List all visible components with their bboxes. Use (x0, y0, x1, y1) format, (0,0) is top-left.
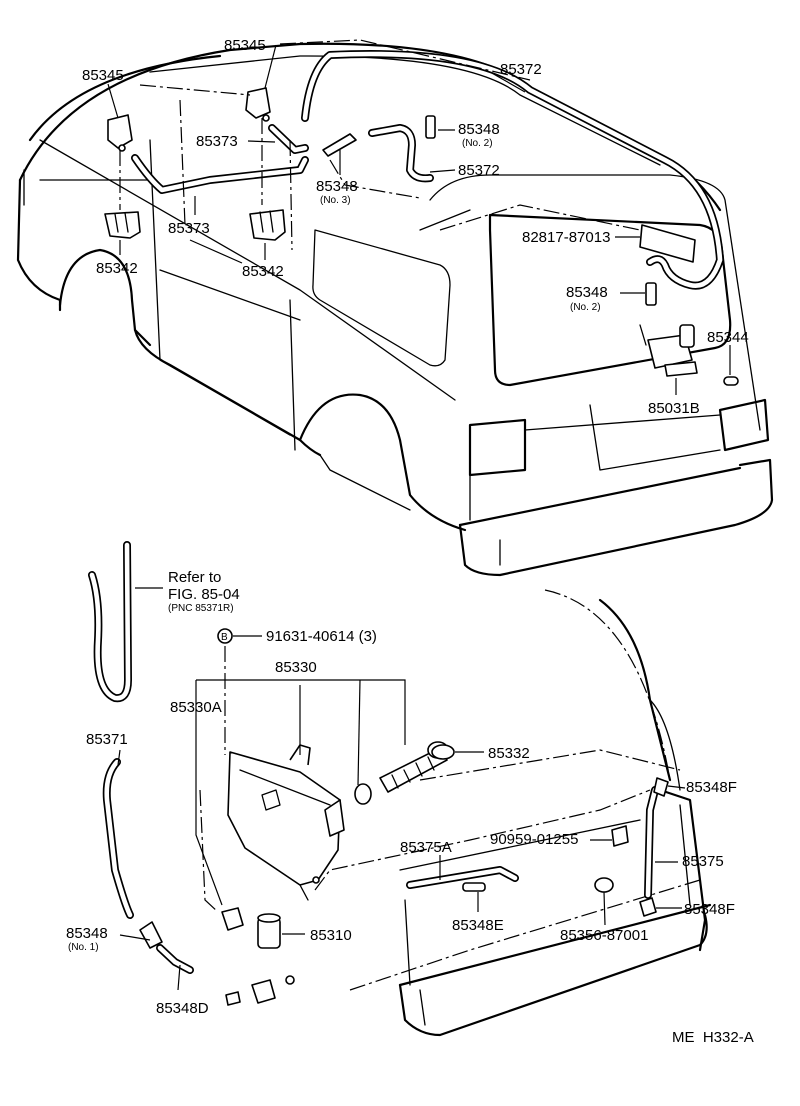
hose-85375a (406, 866, 519, 889)
label-85310: 85310 (310, 927, 352, 944)
label-fig-85-04: FIG. 85-04 (168, 586, 240, 603)
label-85348-no1: 85348 (66, 925, 108, 942)
check-valve-85348f-top (653, 777, 669, 797)
label-no2-rear: (No. 2) (570, 302, 601, 313)
reference-lines-upper (119, 39, 701, 991)
label-85348f-top: 85348F (686, 779, 737, 796)
pump-bracket-parts (225, 975, 295, 1006)
callout-labels: 85345 85345 85372 85348 (No. 2) 85373 85… (66, 37, 754, 1046)
label-plate-82817-87013 (639, 224, 696, 263)
diagram-id: ME H332-A (672, 1029, 754, 1046)
label-85345-left: 85345 (82, 67, 124, 84)
label-85348f-bottom: 85348F (684, 901, 735, 918)
refer-hose-85371r (88, 541, 132, 703)
clamp-90959-01255 (611, 825, 629, 847)
cap-85332 (431, 744, 455, 760)
label-85345-top: 85345 (224, 37, 266, 54)
label-85348-no3: 85348 (316, 178, 358, 195)
label-circle-b: B (221, 632, 228, 643)
hose-85373 (131, 124, 309, 194)
screw-91631-40614 (217, 628, 233, 644)
rear-washer-pump-85031b (639, 324, 698, 377)
hose-85348d (156, 944, 194, 974)
label-85348d: 85348D (156, 1000, 209, 1017)
label-85372-mid: 85372 (458, 162, 500, 179)
check-valve-85348-no3 (322, 133, 357, 157)
check-valve-85348e (462, 882, 486, 892)
grommet-85356-87001 (594, 877, 614, 893)
washer-jet-85345-left (107, 114, 133, 152)
washer-pump-85310 (257, 913, 281, 949)
label-91631-40614: 91631-40614 (3) (266, 628, 377, 645)
label-90959-01255: 90959-01255 (490, 831, 578, 848)
label-85348-no2-top: 85348 (458, 121, 500, 138)
label-85373-top: 85373 (196, 133, 238, 150)
check-valve-85348f-bottom (639, 897, 657, 917)
label-85375: 85375 (682, 853, 724, 870)
label-pnc-85371r: (PNC 85371R) (168, 603, 234, 614)
label-85372-top: 85372 (500, 61, 542, 78)
label-85342-left: 85342 (96, 260, 138, 277)
label-85348-no2-rear: 85348 (566, 284, 608, 301)
label-85375a: 85375A (400, 839, 452, 856)
label-85356-87001: 85356-87001 (560, 927, 648, 944)
check-valve-85348-no1 (139, 921, 163, 949)
label-85344: 85344 (707, 329, 749, 346)
label-85332: 85332 (488, 745, 530, 762)
label-85348e: 85348E (452, 917, 504, 934)
grommet-85344 (723, 376, 739, 386)
label-no3: (No. 3) (320, 195, 351, 206)
lower-body-outline (398, 598, 712, 1037)
label-82817-87013: 82817-87013 (522, 229, 610, 246)
callout-leaders (107, 44, 731, 991)
check-valve-85348-no2-rear (645, 282, 657, 306)
label-no2-top: (No. 2) (462, 138, 493, 149)
roof-hose-85372 (301, 50, 724, 290)
washer-tank-85330 (227, 744, 345, 901)
label-85031b: 85031B (648, 400, 700, 417)
check-valve-85348-no2-top (425, 115, 436, 139)
label-no1: (No. 1) (68, 942, 99, 953)
label-refer-to: Refer to (168, 569, 221, 586)
van-body-outline (16, 42, 774, 577)
label-85330: 85330 (275, 659, 317, 676)
label-85371: 85371 (86, 731, 128, 748)
washer-jet-85345-center (245, 87, 271, 122)
hose-85371 (102, 758, 134, 919)
clip-85342-left (104, 211, 141, 239)
label-85373-bottom: 85373 (168, 220, 210, 237)
label-85330a: 85330A (170, 699, 222, 716)
reference-lines-lower (199, 646, 651, 913)
hose-85375 (644, 786, 659, 899)
clip-85342-center (249, 209, 286, 241)
label-85342-center: 85342 (242, 263, 284, 280)
pump-grommet (221, 907, 244, 931)
